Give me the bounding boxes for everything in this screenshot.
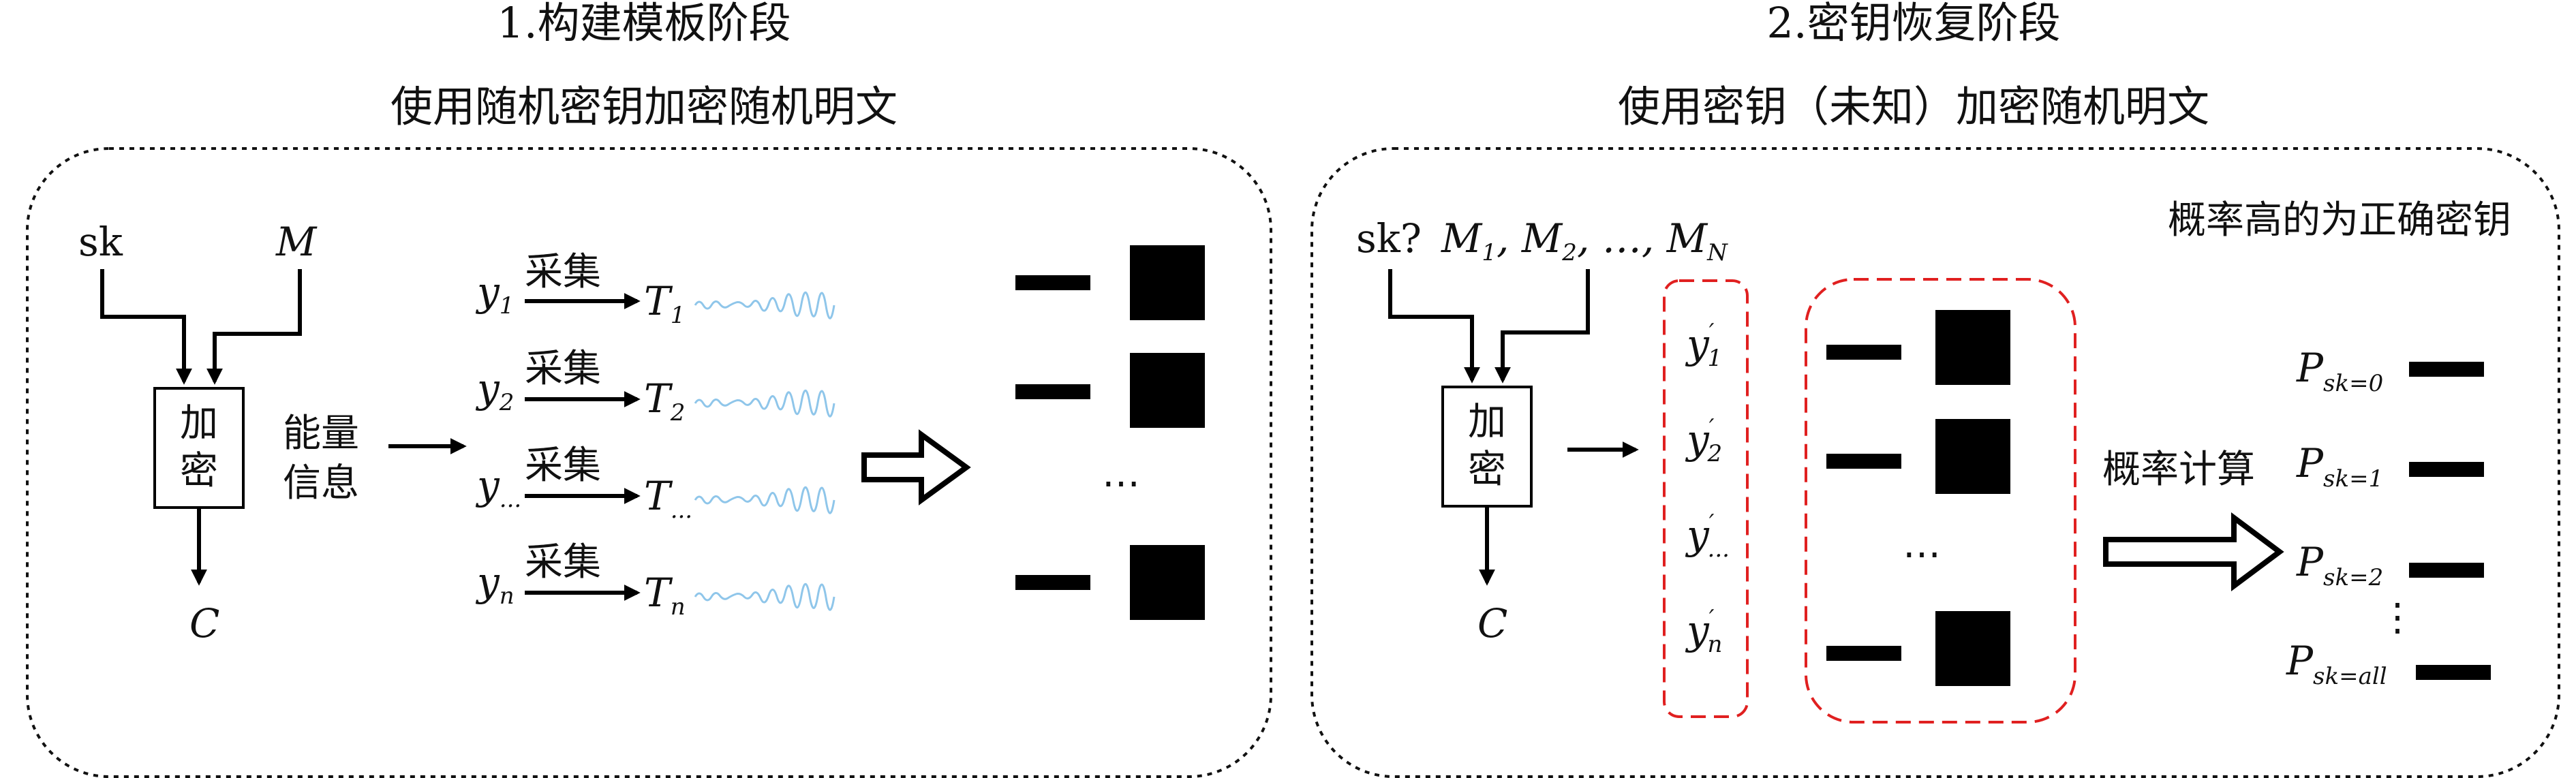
p2-template-matrix-3 [1935,611,2010,686]
p1-template-vector-1 [1015,275,1090,290]
p1-collect-1: 采集 [525,250,601,294]
phase1-panel [26,147,1272,778]
p1-t2: T2 [644,375,685,426]
p2-template-matrix-1 [1935,310,2010,385]
p1-t3: T... [644,473,692,524]
p1-encrypt-label-1: 加 [180,401,218,446]
p2-prob-dots: ⋮ [2378,595,2417,640]
p1-t4: Tn [644,570,686,621]
p2-highest-prob-label: 概率高的为正确密钥 [2168,198,2511,243]
p2-output-c: C [1477,600,1507,647]
phase1-title: 1.构建模板阶段 [497,0,791,48]
p2-m-inputs: M1, M2, …, MN [1441,215,1728,266]
p1-big-arrow [861,429,971,505]
p1-y1: y1 [475,268,514,320]
p2-encrypt-box [1441,386,1533,508]
p1-collect-2: 采集 [525,347,601,391]
p1-encrypt-box [153,387,245,509]
p2-template-matrix-2 [1935,419,2010,494]
p2-prob-vector-skall [2416,665,2491,680]
p2-big-arrow [2103,512,2284,591]
p1-t1: T1 [644,278,685,329]
p2-sk-input: sk? [1356,215,1422,262]
p2-sk-arrow [1388,269,1480,384]
p2-prob-sk1: Psk=1 [2296,440,2383,493]
p2-prob-sk0: Psk=0 [2296,345,2383,397]
p1-y4: yn [475,559,515,610]
p2-encrypt-label-1: 加 [1468,400,1506,444]
p2-yprime-3: y′... [1685,510,1730,563]
p1-row-2: y2 采集 T2 [475,347,835,426]
p2-prob-skall: Psk=all [2286,638,2387,690]
p2-yprime-box [1663,279,1749,718]
phase2-subtitle: 使用密钥（未知）加密随机明文 [1618,82,2209,131]
p2-template-vector-3 [1826,646,1901,661]
p1-energy-label-1: 能量 [283,411,359,456]
p2-yprime-2: y′2 [1685,414,1722,467]
p1-row-3: y... 采集 T... [475,444,835,524]
p2-template-box [1805,278,2076,723]
p1-output-c: C [189,600,219,647]
p1-energy-label-2: 信息 [283,461,359,505]
p1-sk-input: sk [78,219,123,265]
p1-sk-arrow [100,269,192,385]
p1-template-vector-2 [1015,384,1090,399]
p1-template-matrix-3 [1130,545,1205,620]
p2-m-arrow [1494,269,1590,384]
p1-trace-2 [694,389,835,418]
p2-template-vector-1 [1826,345,1901,360]
p2-prob-sk2: Psk=2 [2296,539,2383,591]
p1-y2: y2 [475,365,514,416]
phase2-title: 2.密钥恢复阶段 [1766,0,2060,48]
p2-prob-vector-sk0 [2409,362,2484,377]
p1-collect-4: 采集 [525,540,601,585]
p1-template-matrix-2 [1130,353,1205,428]
p1-encrypt-label-2: 密 [180,449,218,493]
p2-template-vector-2 [1826,454,1901,469]
p2-yprime-4: y′n [1685,605,1722,658]
p1-row-4: yn 采集 Tn [475,540,835,621]
p1-row-1: y1 采集 T1 [475,250,835,329]
p1-template-vector-3 [1015,575,1090,590]
p1-y3: y... [475,462,521,513]
p1-m-input: M [275,219,318,265]
p2-prob-calc-label: 概率计算 [2102,448,2255,492]
p1-ellipsis: ⋯ [1102,461,1140,505]
p2-encrypt-label-2: 密 [1468,448,1506,492]
p1-trace-4 [694,582,835,611]
phase1-subtitle: 使用随机密钥加密随机明文 [390,82,898,131]
p1-trace-3 [694,486,835,514]
p1-m-arrow [206,269,302,385]
phase2-panel [1310,147,2560,778]
p1-trace-1 [694,291,835,320]
p2-template-ellipsis: ⋯ [1903,532,1941,576]
p1-template-matrix-1 [1130,245,1205,320]
p1-collect-3: 采集 [525,444,601,488]
p2-prob-vector-sk2 [2409,563,2484,578]
p2-prob-vector-sk1 [2409,462,2484,477]
p2-yprime-1: y′1 [1685,319,1722,372]
